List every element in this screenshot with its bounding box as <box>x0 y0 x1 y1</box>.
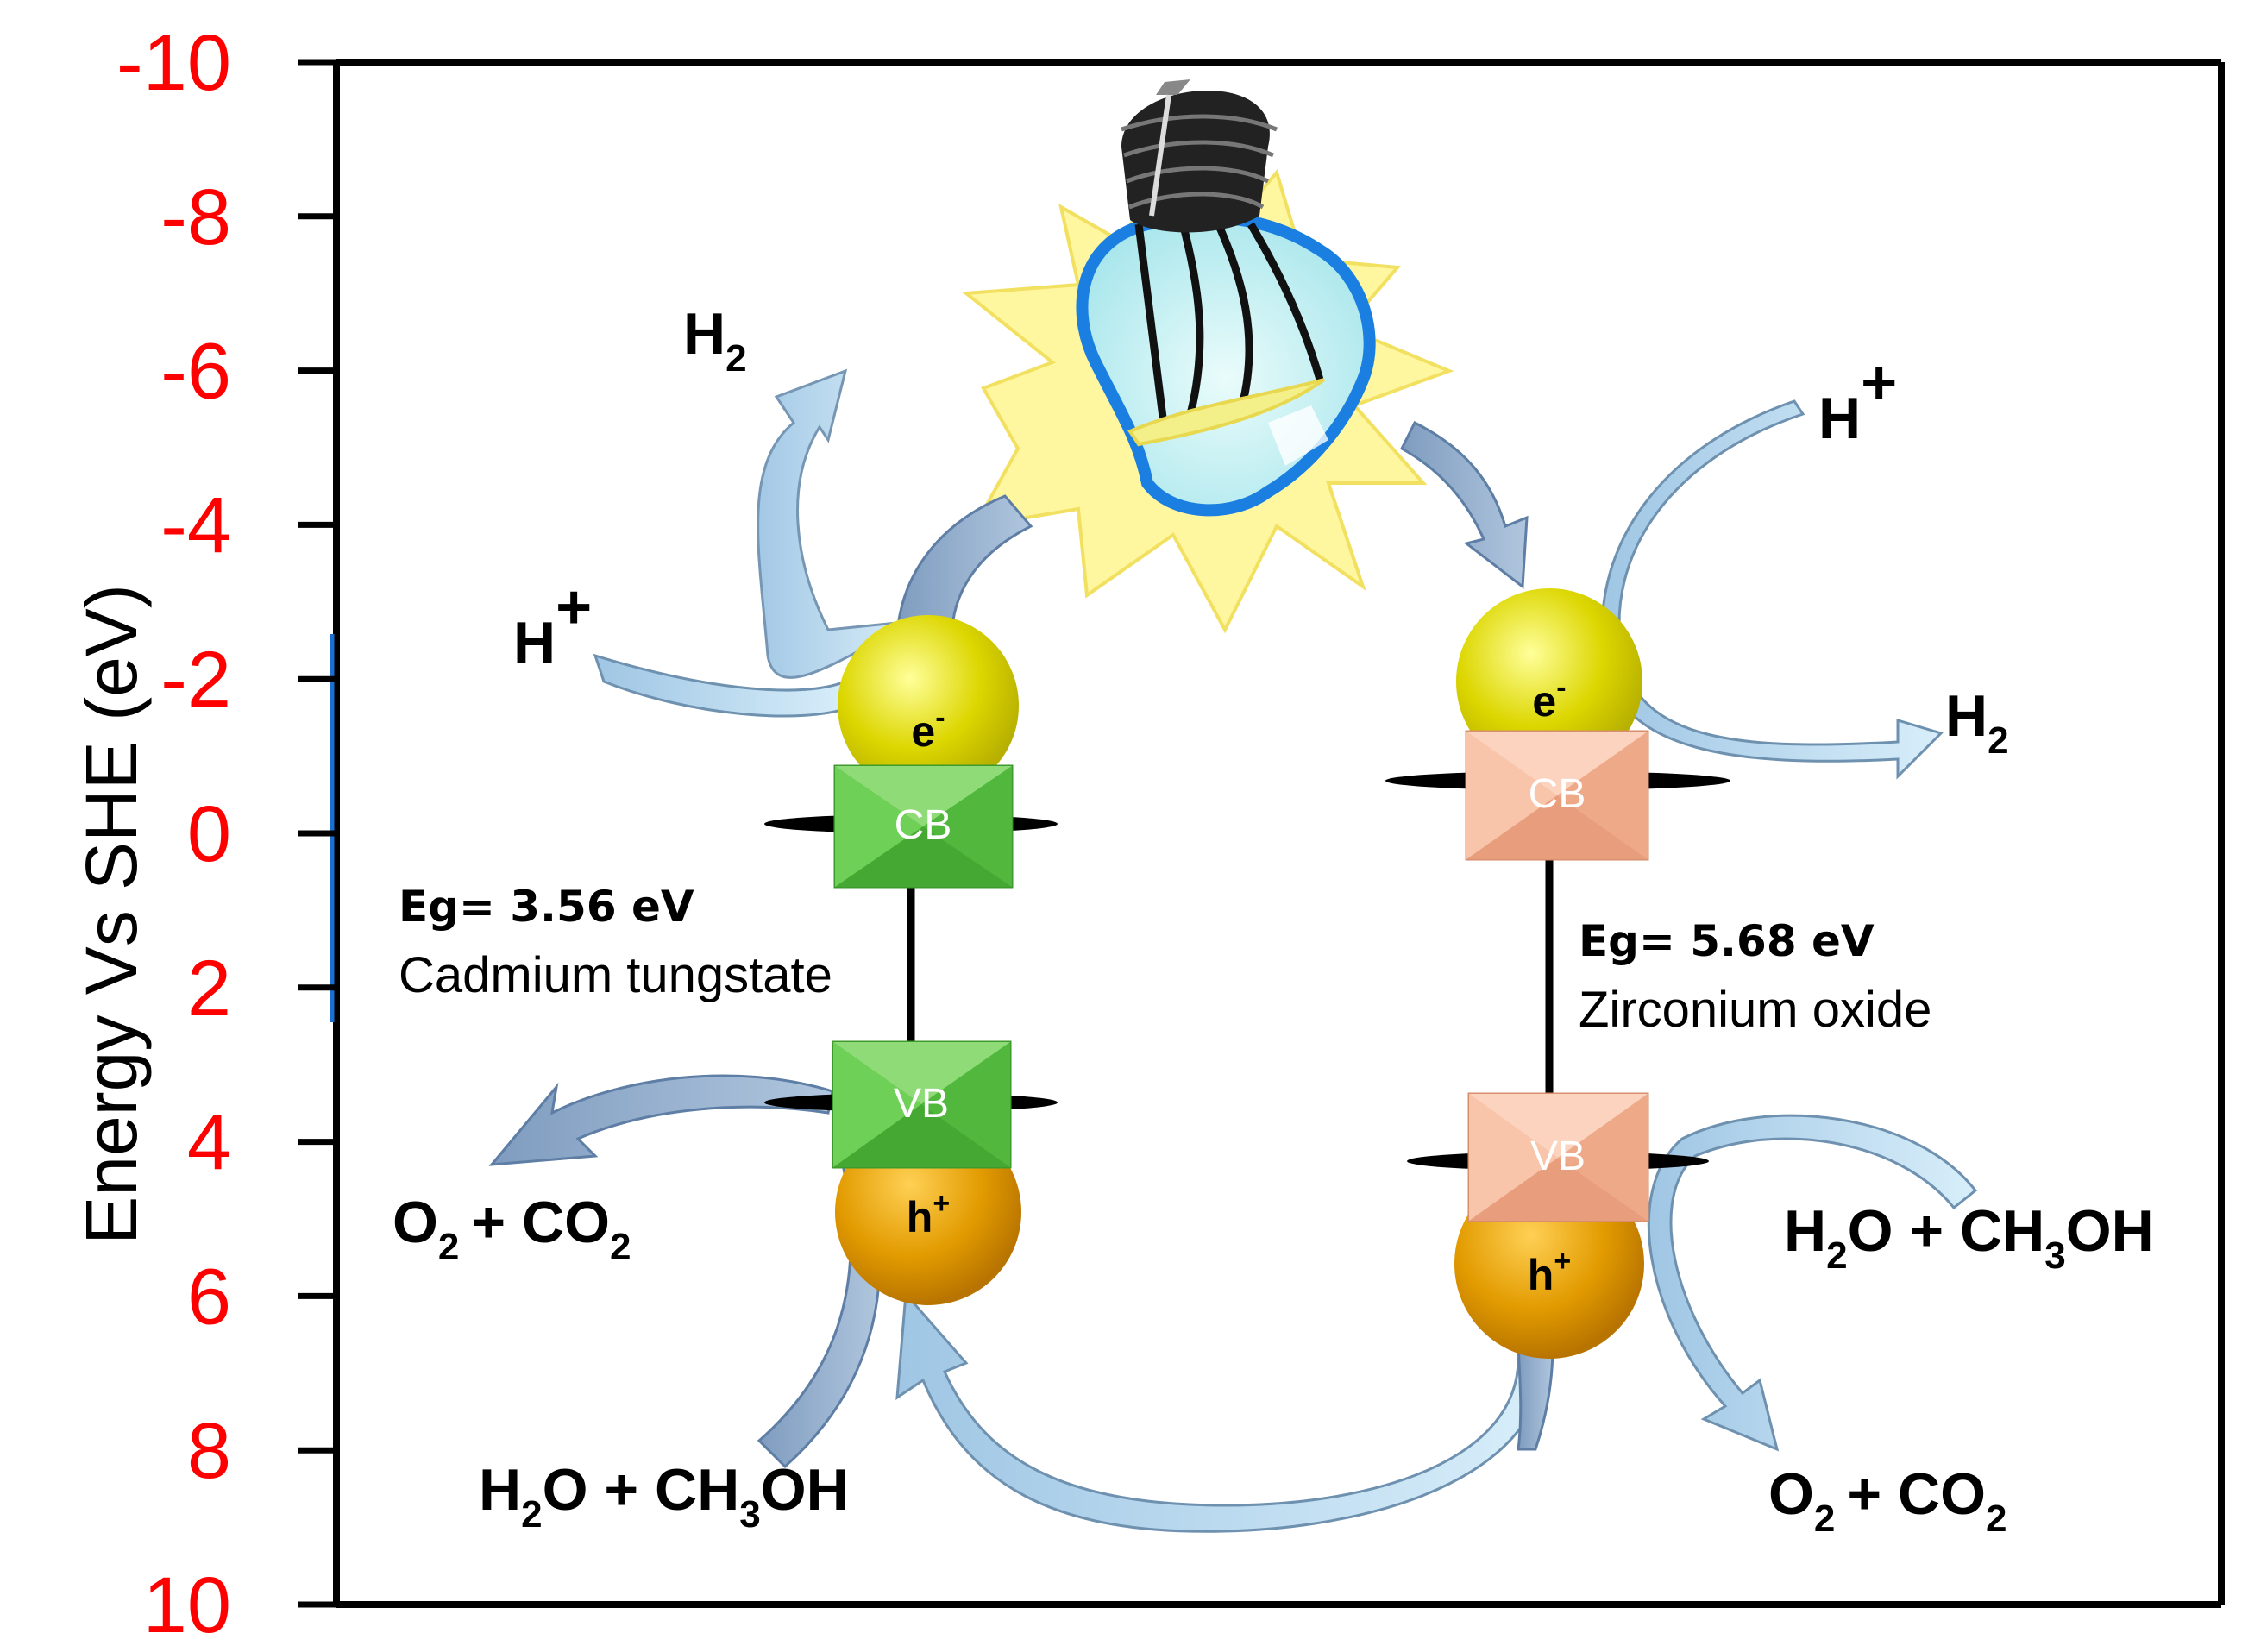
arrow-right-h2o-to-o2 <box>1647 1114 1978 1452</box>
left-vb-label: VB <box>894 1081 949 1127</box>
right-electron <box>1456 588 1642 775</box>
arrow-left-vb-to-o2 <box>488 1074 834 1166</box>
left-h2o-ch3oh-label: H2O + CH3OH <box>479 1457 849 1536</box>
y-tick-label: 4 <box>187 1099 231 1187</box>
arrow-bulb-to-right-cb <box>1400 420 1529 589</box>
right-h2-label: H2 <box>1945 683 2009 762</box>
y-tick-label: 6 <box>187 1253 231 1341</box>
light-bulb-icon <box>961 79 1454 634</box>
y-tick-label: -2 <box>160 636 231 724</box>
arrow-hole-transfer <box>895 1291 1546 1533</box>
left-vb-box: VB <box>832 1040 1012 1169</box>
plot-frame <box>330 59 2225 1608</box>
left-o2-co2-label: O2+ CO2 <box>392 1190 631 1268</box>
y-tick-label: -6 <box>160 328 231 416</box>
arrow-left-to-h2 <box>757 368 915 679</box>
right-cb-label: CB <box>1529 771 1586 817</box>
right-hplus-label: H+ <box>1818 349 1897 451</box>
y-tick-label: -8 <box>160 173 231 261</box>
left-eg: Eg= 3.56 eV <box>399 882 694 932</box>
y-tick-label: 8 <box>187 1407 231 1495</box>
y-tick-label: 0 <box>187 790 231 878</box>
left-hole-label: h+ <box>907 1187 950 1241</box>
right-h2o-ch3oh-label: H2O + CH3OH <box>1784 1198 2154 1277</box>
y-axis-ticks: -10 -8 -6 -4 -2 0 2 4 6 8 10 <box>116 19 338 1649</box>
bulb-cap <box>1121 79 1278 233</box>
right-vb-label: VB <box>1530 1134 1586 1179</box>
y-axis-label: Energy Vs SHE (eV) <box>71 584 152 1245</box>
left-h2-label: H2 <box>683 301 747 380</box>
left-semiconductor: e- h+ CB VB Eg= 3.56 eV Cadmium tungstat… <box>399 615 1058 1305</box>
right-material: Zirconium oxide <box>1579 982 1931 1038</box>
arrow-right-hole-down <box>1517 1344 1554 1451</box>
arrow-right-hplus-to-h2 <box>1600 399 1944 780</box>
y-tick-label: -4 <box>160 481 231 569</box>
right-vb-box: VB <box>1467 1092 1649 1222</box>
right-electron-label: e- <box>1532 671 1566 725</box>
left-material: Cadmium tungstate <box>399 947 832 1003</box>
left-cb-box: CB <box>833 764 1014 889</box>
left-electron <box>838 615 1019 796</box>
right-eg: Eg= 5.68 eV <box>1579 916 1875 966</box>
right-o2-co2-label: O2+ CO2 <box>1768 1461 2006 1540</box>
right-hole-label: h+ <box>1528 1245 1571 1299</box>
right-cb-box: CB <box>1465 730 1649 861</box>
left-cb-label: CB <box>895 802 952 848</box>
y-tick-label: -10 <box>116 19 231 107</box>
left-hplus-label: H+ <box>513 573 592 675</box>
y-tick-label: 10 <box>143 1561 231 1648</box>
right-semiconductor: e- h+ CB VB Eg= 5.68 eV Zirconium oxide <box>1385 588 1931 1359</box>
left-electron-label: e- <box>911 701 945 756</box>
y-tick-label: 2 <box>187 945 231 1033</box>
